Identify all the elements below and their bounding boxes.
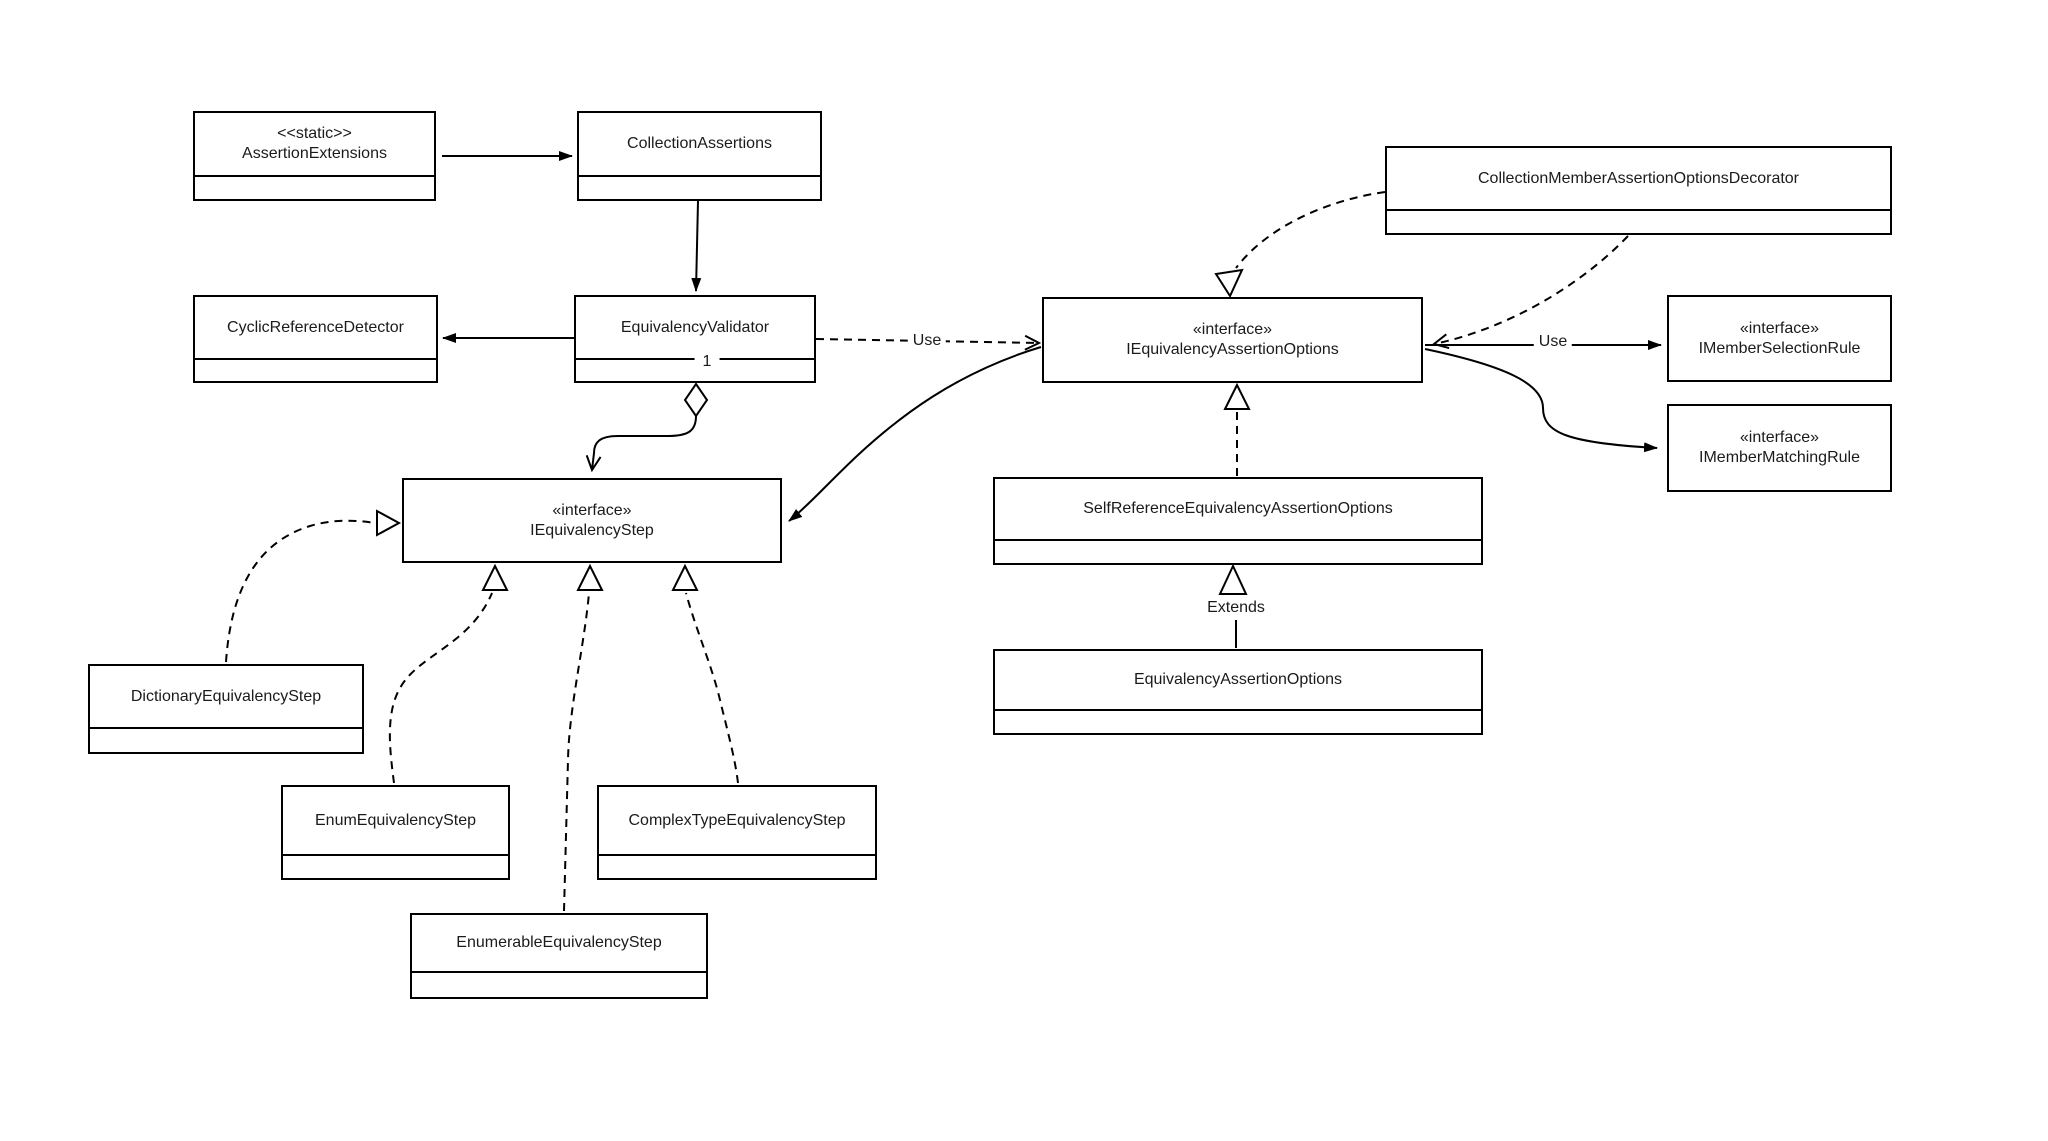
- class-enum-equivalency-step[interactable]: EnumEquivalencyStep: [281, 785, 510, 880]
- interface-imember-matching-rule[interactable]: «interface» IMemberMatchingRule: [1667, 404, 1892, 492]
- aggregation-diamond: [683, 382, 709, 418]
- empty-compartment: [995, 709, 1481, 733]
- edge-options-to-matchingrule-curve: [1424, 348, 1658, 453]
- class-name: EquivalencyAssertionOptions: [1133, 671, 1343, 688]
- class-equivalency-validator[interactable]: EquivalencyValidator: [574, 295, 816, 383]
- edge-complextype-realizes-step: [685, 592, 739, 784]
- realization-triangle-step-bottom-2: [576, 563, 604, 591]
- class-enumerable-equivalency-step[interactable]: EnumerableEquivalencyStep: [410, 913, 708, 999]
- stereotype-label: «interface»: [1739, 429, 1820, 446]
- generalization-triangle-selfreference: [1218, 563, 1248, 595]
- class-name: EnumEquivalencyStep: [315, 811, 476, 829]
- empty-compartment: [195, 175, 434, 199]
- edge-dictionary-realizes-step: [225, 519, 376, 663]
- empty-compartment: [599, 854, 875, 878]
- empty-compartment: [995, 539, 1481, 563]
- edge-enum-realizes-step: [388, 592, 493, 784]
- edge-decorator-use-options: [1431, 235, 1629, 349]
- edge-label-extends: Extends: [1202, 598, 1270, 618]
- empty-compartment: [195, 358, 436, 381]
- class-name: EnumerableEquivalencyStep: [456, 934, 662, 951]
- class-collection-assertions[interactable]: CollectionAssertions: [577, 111, 822, 201]
- edge-validator-aggregates-step: [585, 415, 697, 473]
- edge-label-use-left: Use: [907, 331, 947, 351]
- class-name: CyclicReferenceDetector: [227, 318, 404, 336]
- stereotype-label: «interface»: [1739, 319, 1820, 337]
- stereotype-label: «interface»: [1192, 321, 1273, 338]
- empty-compartment: [90, 727, 362, 752]
- class-name: IEquivalencyAssertionOptions: [1126, 341, 1339, 358]
- edge-enumerable-realizes-step: [563, 592, 590, 912]
- edge-label-multiplicity-one: 1: [694, 352, 720, 372]
- interface-imember-selection-rule[interactable]: «interface» IMemberSelectionRule: [1667, 295, 1892, 382]
- realization-triangle-options-top: [1214, 268, 1244, 299]
- edge-validator-use-options: [815, 334, 1042, 351]
- class-name: AssertionExtensions: [242, 145, 387, 162]
- realization-triangle-step-bottom-3: [671, 563, 699, 591]
- realization-triangle-step-left: [376, 509, 402, 537]
- empty-compartment: [579, 175, 820, 199]
- class-name: IMemberSelectionRule: [1698, 339, 1861, 357]
- empty-compartment: [1387, 209, 1890, 233]
- class-name: SelfReferenceEquivalencyAssertionOptions: [1083, 500, 1393, 517]
- class-name: IEquivalencyStep: [530, 521, 654, 539]
- class-assertion-extensions[interactable]: <<static>> AssertionExtensions: [193, 111, 436, 201]
- class-dictionary-equivalency-step[interactable]: DictionaryEquivalencyStep: [88, 664, 364, 754]
- class-name: CollectionAssertions: [627, 135, 772, 152]
- edge-decorator-realizes-options: [1235, 191, 1386, 269]
- empty-compartment: [412, 971, 706, 997]
- edge-collectionassertions-to-validator: [691, 200, 702, 292]
- class-name: CollectionMemberAssertionOptionsDecorato…: [1477, 169, 1800, 187]
- realization-triangle-step-bottom-1: [481, 563, 509, 591]
- class-equivalency-assertion-options[interactable]: EquivalencyAssertionOptions: [993, 649, 1483, 735]
- class-name: EquivalencyValidator: [620, 318, 770, 336]
- class-cyclic-reference-detector[interactable]: CyclicReferenceDetector: [193, 295, 438, 383]
- realization-triangle-options-bottom: [1223, 382, 1251, 410]
- class-name: IMemberMatchingRule: [1699, 449, 1860, 466]
- class-collection-member-assertion-options-decorator[interactable]: CollectionMemberAssertionOptionsDecorato…: [1385, 146, 1892, 235]
- edge-options-to-step-curve: [788, 346, 1042, 522]
- stereotype-label: <<static>>: [277, 125, 352, 142]
- interface-iequivalency-assertion-options[interactable]: «interface» IEquivalencyAssertionOptions: [1042, 297, 1423, 383]
- class-self-reference-equivalency-assertion-options[interactable]: SelfReferenceEquivalencyAssertionOptions: [993, 477, 1483, 565]
- edge-label-use-right: Use: [1533, 332, 1573, 352]
- stereotype-label: «interface»: [552, 501, 632, 519]
- class-name: DictionaryEquivalencyStep: [130, 687, 322, 705]
- empty-compartment: [283, 854, 508, 878]
- class-name: ComplexTypeEquivalencyStep: [628, 811, 846, 829]
- class-complex-type-equivalency-step[interactable]: ComplexTypeEquivalencyStep: [597, 785, 877, 880]
- interface-iequivalency-step[interactable]: «interface» IEquivalencyStep: [402, 478, 782, 563]
